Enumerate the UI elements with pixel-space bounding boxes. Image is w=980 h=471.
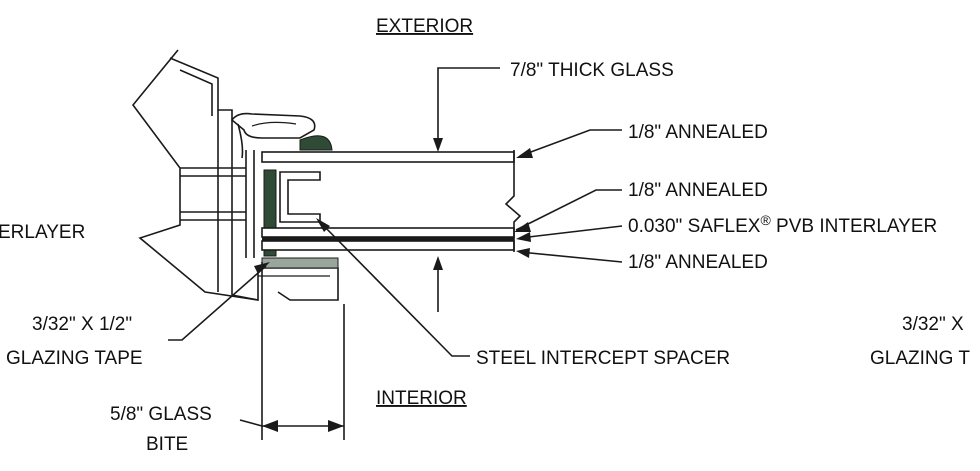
frame-top-edge: [169, 57, 233, 148]
label-tape-size: 3/32" X 1/2": [32, 314, 132, 335]
label-right-glazing-fragment: GLAZING T: [870, 348, 970, 369]
frame-inner-edge: [179, 69, 213, 116]
leader-annealed-bottom: [519, 251, 623, 263]
arrow-annealed-top: [516, 148, 533, 158]
pvb-prefix: 0.030" SAFLEX: [628, 216, 761, 237]
leader-annealed-top: [519, 129, 622, 157]
gasket-leg: [237, 123, 244, 159]
label-annealed-bottom: 1/8" ANNEALED: [628, 252, 768, 273]
right-leaders: [514, 129, 623, 263]
frame-profile: [131, 49, 339, 301]
label-glazing-tape: GLAZING TAPE: [6, 348, 143, 369]
interior-stop: [231, 267, 339, 301]
pvb-interlayer: [262, 237, 514, 241]
label-glass-bite-2: BITE: [146, 434, 188, 455]
glazing-tape-strip: [261, 257, 339, 269]
pvb-suffix: PVB INTERLAYER: [771, 216, 937, 237]
exterior-sealant: [299, 135, 333, 151]
thick-glass-leader: [437, 67, 500, 146]
arrow-annealed-bottom: [516, 248, 530, 258]
gasket-lip: [251, 121, 297, 127]
glass-bite-dimension: [239, 262, 345, 440]
label-glass-bite-1: 5/8" GLASS: [110, 404, 212, 425]
arrow-pvb: [516, 232, 531, 242]
pvb-registered-mark: ®: [760, 212, 771, 228]
bite-arrow-right: [328, 420, 344, 432]
label-steel-spacer: STEEL INTERCEPT SPACER: [476, 348, 730, 369]
bite-arrow-left: [262, 420, 278, 432]
label-thick-glass: 7/8" THICK GLASS: [510, 60, 674, 81]
label-annealed-top: 1/8" ANNEALED: [628, 122, 768, 143]
label-interior: INTERIOR: [376, 388, 467, 409]
label-pvb-interlayer: 0.030" SAFLEX® PVB INTERLAYER: [628, 212, 937, 237]
glass-lite-middle: [261, 227, 515, 238]
leader-glazing-tape: [168, 265, 267, 341]
frame-outer-edge: [131, 49, 259, 301]
exterior-gasket: [230, 112, 316, 139]
arrow-spacer: [316, 218, 330, 232]
label-right-tape-fragment: 3/32" X: [902, 314, 964, 335]
leader-annealed-mid: [515, 189, 622, 231]
label-left-interlayer-fragment: ERLAYER: [0, 222, 85, 243]
glass-lite-bottom: [261, 240, 515, 251]
glass-lite-top: [261, 151, 515, 163]
arrow-annealed-mid: [514, 222, 531, 232]
bite-leader: [239, 419, 263, 427]
leader-pvb: [519, 225, 623, 239]
thick-glass-arrow-up: [433, 256, 443, 270]
label-annealed-mid: 1/8" ANNEALED: [628, 180, 768, 201]
thick-glass-arrow-down: [433, 138, 443, 152]
leader-spacer: [319, 221, 470, 357]
glass-break-line: [504, 150, 522, 252]
label-exterior: EXTERIOR: [376, 16, 473, 37]
glass-unit: [261, 150, 522, 252]
thickness-dimension: [433, 67, 500, 312]
steel-spacer: [279, 171, 321, 223]
